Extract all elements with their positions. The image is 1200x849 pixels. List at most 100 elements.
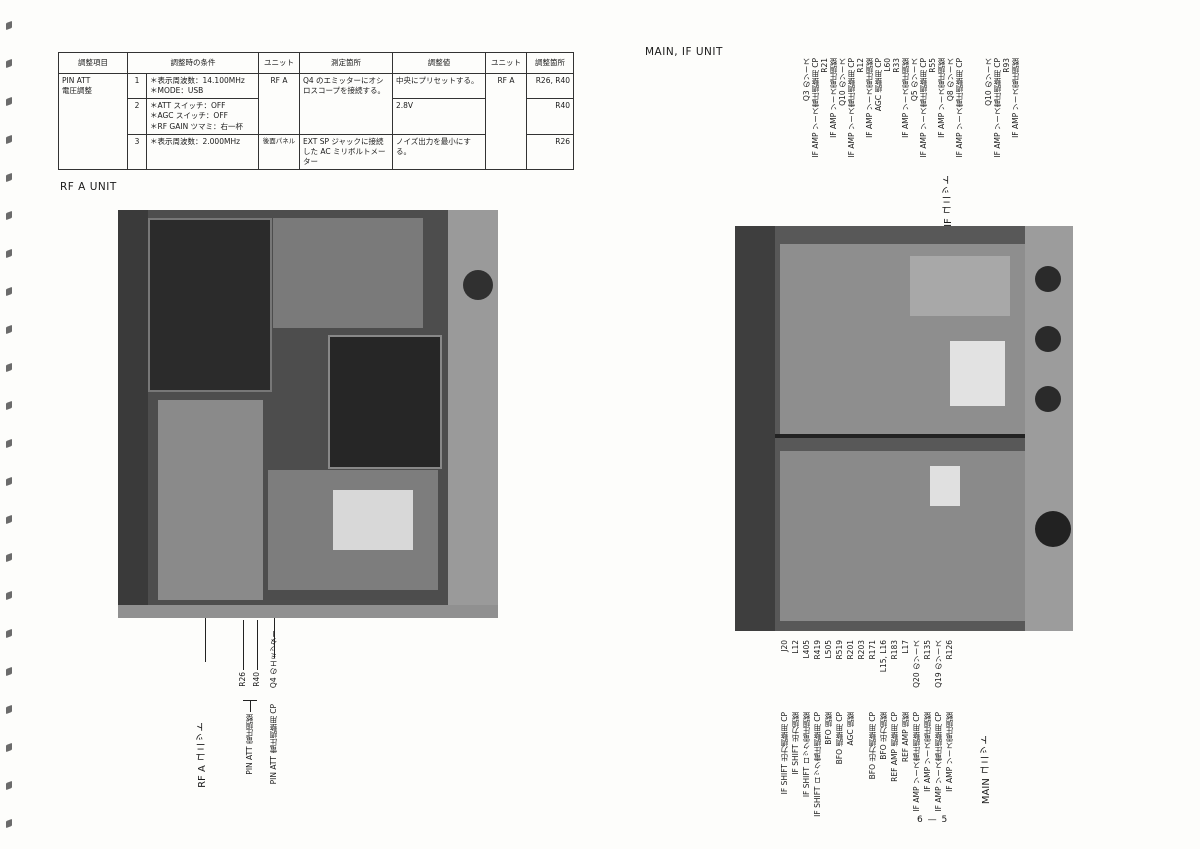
main-desc-label: BFO 調整	[824, 712, 833, 745]
binding-holes	[2, 0, 16, 849]
main-component-label: R519	[835, 640, 844, 660]
if-right-label: Q10 のソース	[984, 58, 993, 106]
table-row: 2 ＊ATT スイッチ：OFF ＊AGC スイッチ：OFF ＊RF GAIN ツ…	[59, 98, 574, 135]
if-top-label: R21	[820, 58, 829, 73]
if-top-label: R33	[892, 58, 901, 73]
if-top-label: IF AMP ソース電圧調整	[865, 58, 874, 138]
header-cell: ユニット	[258, 52, 300, 74]
q4-emitter-label: Q4 のエミッター	[269, 630, 278, 689]
if-top-label: Q3 のソース	[802, 58, 811, 102]
main-component-label: J20	[780, 640, 789, 652]
if-right-label: R93	[1002, 58, 1011, 73]
if-top-label: IF AMP ソース電圧調整用 CP	[955, 58, 964, 158]
main-desc-label: IF SHIFT 出力調整	[791, 712, 800, 775]
if-top-label: AGC 調整用 CP	[874, 58, 883, 112]
main-desc-label: AGC 調整	[846, 712, 855, 746]
main-desc-label: REF AMP 調整用 CP	[890, 712, 899, 782]
step-number: 3	[127, 133, 147, 171]
main-desc-label: BFO 出力調整用 CP	[868, 712, 877, 780]
main-component-label: L15, L16	[879, 640, 888, 673]
r40-label: R40	[252, 672, 261, 687]
if-unit-label: IF ユニット	[943, 175, 954, 227]
if-top-label: IF AMP ソース電圧調整用 CP	[847, 58, 856, 158]
step-number: 1	[127, 72, 147, 100]
adjust-point-cell: R26	[526, 133, 574, 171]
pin-att-adjust-label: PIN ATT 電圧調整	[245, 714, 254, 775]
if-top-label: Q8 のソース	[946, 58, 955, 102]
unit2-cell: RF A	[485, 73, 527, 170]
r26-leader	[243, 620, 244, 670]
if-top-label: IF AMP ソース電圧調整	[937, 58, 946, 138]
main-desc-label: IF SHIFT ロック電圧調整用 CP	[813, 712, 822, 817]
main-desc-label: IF SHIFT 出力調整用 CP	[780, 712, 789, 795]
main-component-label: R201	[846, 640, 855, 660]
if-top-label: R55	[928, 58, 937, 73]
main-desc-label: IF AMP ソース電圧調整用 CP	[912, 712, 921, 812]
main-component-label: Q20 のソース	[912, 640, 921, 688]
header-cell: 調整項目	[58, 52, 128, 74]
main-component-label: R171	[868, 640, 877, 660]
unit-cell: RF A	[258, 73, 300, 135]
q4-leader	[274, 618, 275, 658]
rf-a-unit-label: RF A ユニット	[197, 722, 208, 788]
main-component-label: L17	[901, 640, 910, 654]
main-component-label: L405	[802, 640, 811, 659]
header-cell: ユニット	[485, 52, 527, 74]
header-cell: 調整箇所	[526, 52, 574, 74]
header-cell: 測定箇所	[299, 52, 393, 74]
if-top-label: IF AMP ソース電圧調整用 CP	[811, 58, 820, 158]
main-desc-label: IF AMP ソース電圧調整	[945, 712, 954, 792]
rf-unit-leader	[205, 618, 206, 662]
adjust-point-cell: R26, R40	[526, 72, 574, 100]
unit-cell: 後面パネル	[258, 133, 300, 171]
table-header-row: 調整項目 調整時の条件 ユニット 測定箇所 調整値 ユニット 調整箇所	[58, 52, 574, 74]
main-unit-label: MAIN ユニット	[981, 735, 992, 805]
r26-label: R26	[238, 672, 247, 687]
adjust-point-cell: R40	[526, 98, 574, 135]
header-cell: 調整値	[392, 52, 486, 74]
main-desc-label: IF AMP ソース電圧調整	[923, 712, 932, 792]
page-number: 6 — 5	[917, 815, 949, 825]
step-number: 2	[127, 98, 147, 135]
adjustment-table: 調整項目 調整時の条件 ユニット 測定箇所 調整値 ユニット 調整箇所 PIN …	[58, 52, 574, 171]
value-cell: ノイズ出力を最小にする。	[392, 133, 486, 171]
main-component-label: L505	[824, 640, 833, 659]
main-desc-label: BFO 調整用 CP	[835, 712, 844, 765]
measure-point-cell: Q4 のエミッターにオシロスコープを接続する。	[299, 73, 393, 135]
main-component-label: Q19 のソース	[934, 640, 943, 688]
main-component-label: L12	[791, 640, 800, 654]
main-component-label: R203	[857, 640, 866, 660]
measure-point-cell: EXT SP ジャックに接続した AC ミリボルトメーター	[299, 133, 393, 171]
main-if-unit-photo	[735, 226, 1073, 631]
r40-leader	[257, 620, 258, 670]
adjustment-item: PIN ATT 電圧調整	[58, 73, 128, 170]
value-cell: 2.8V	[392, 98, 486, 135]
if-top-label: Q5 のソース	[910, 58, 919, 102]
pin-att-bracket	[250, 700, 251, 712]
if-top-label: IF AMP ソース電圧調整	[829, 58, 838, 138]
main-desc-label: IF AMP ソース電圧調整用 CP	[934, 712, 943, 812]
main-desc-label: BFO 出力調整	[879, 712, 888, 760]
if-right-label: IF AMP ソース電圧調整	[1011, 58, 1020, 138]
condition-cell: ＊表示周波数：14.100MHz ＊MODE：USB	[146, 72, 259, 100]
if-right-label: IF AMP ソース電圧調整用 CP	[993, 58, 1002, 158]
if-top-label: IF AMP ソース電圧調整	[901, 58, 910, 138]
main-desc-label: REF AMP 調整	[901, 712, 910, 763]
value-cell: 中央にプリセットする。	[392, 72, 486, 100]
header-cell: 調整時の条件	[127, 52, 259, 74]
main-if-unit-title: MAIN, IF UNIT	[645, 46, 723, 58]
if-top-label: R12	[856, 58, 865, 73]
condition-cell: ＊ATT スイッチ：OFF ＊AGC スイッチ：OFF ＊RF GAIN ツマミ…	[146, 98, 259, 135]
if-top-label: Q10 のソース	[838, 58, 847, 106]
main-component-label: R126	[945, 640, 954, 660]
rf-a-unit-photo	[118, 210, 498, 618]
condition-cell: ＊表示周波数：2.000MHz	[146, 133, 259, 171]
main-component-label: R183	[890, 640, 899, 660]
if-top-label: L60	[883, 58, 892, 72]
main-desc-label: IF SHIFT ロック電圧調整	[802, 712, 811, 798]
main-component-label: R135	[923, 640, 932, 660]
table-row: PIN ATT 電圧調整 1 ＊表示周波数：14.100MHz ＊MODE：US…	[58, 72, 574, 170]
table-row: 3 ＊表示周波数：2.000MHz 後面パネル EXT SP ジャックに接続した…	[59, 133, 574, 171]
main-component-label: R419	[813, 640, 822, 660]
rf-a-unit-title: RF A UNIT	[60, 181, 117, 193]
